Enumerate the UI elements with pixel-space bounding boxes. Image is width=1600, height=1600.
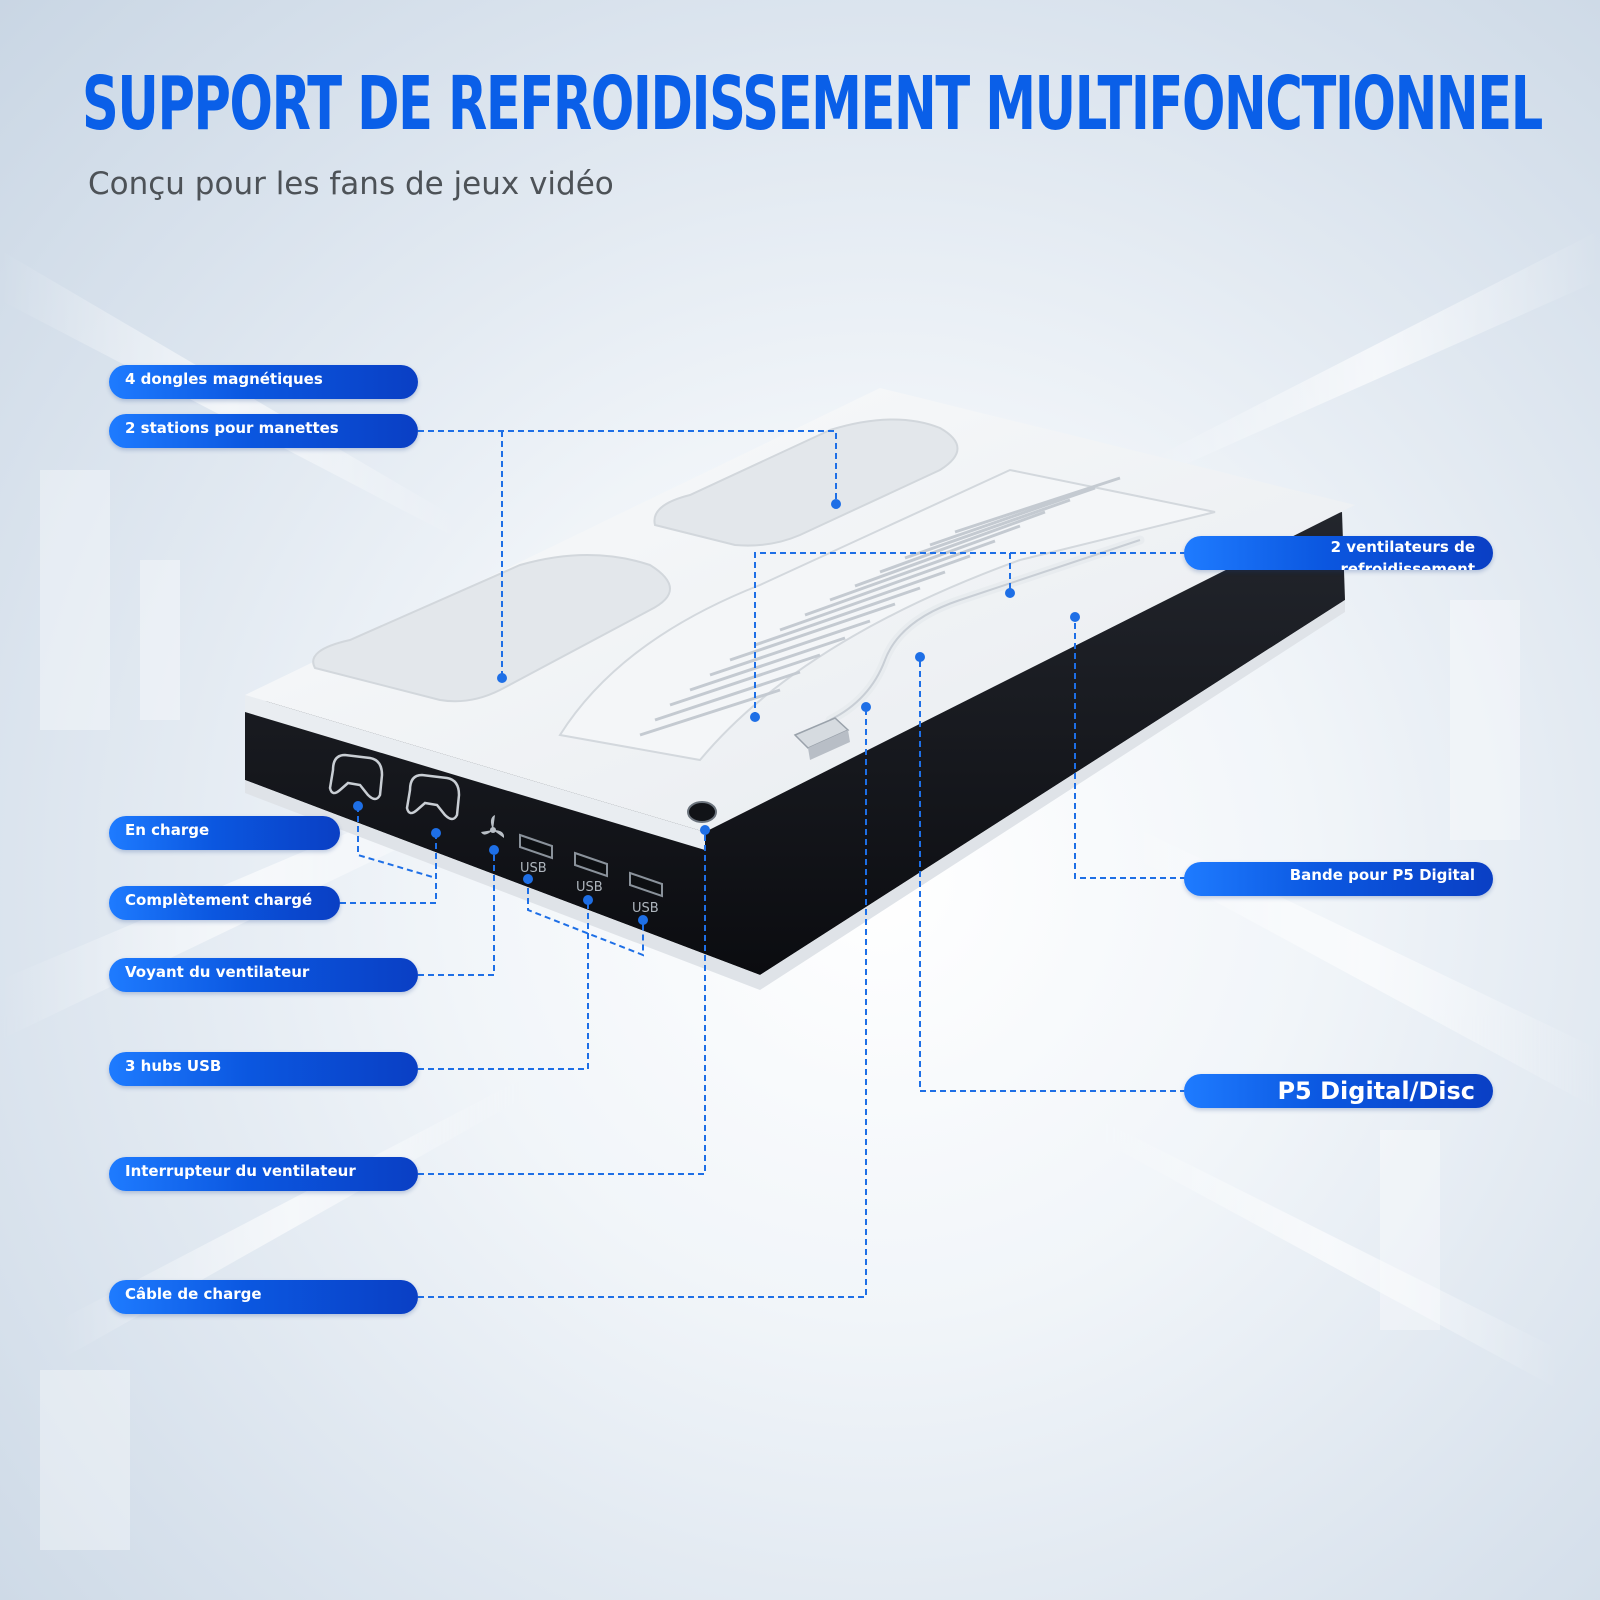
leader-usb-bracket bbox=[527, 878, 644, 957]
leader-charging-cable bbox=[418, 706, 867, 1298]
leader-compatibility bbox=[919, 656, 1186, 1092]
callout-fan-indicator: Voyant du ventilateur bbox=[109, 958, 418, 992]
usb-port-3-label: USB bbox=[632, 901, 659, 916]
usb-port-1: USB bbox=[519, 833, 553, 876]
dot-fan-vent-2 bbox=[1005, 588, 1015, 598]
callout-cooling-fans: 2 ventilateurs de refroidissement bbox=[1184, 536, 1493, 570]
dot-compatibility bbox=[915, 652, 925, 662]
callout-fan-switch: Interrupteur du ventilateur bbox=[109, 1157, 418, 1191]
callout-compatibility: P5 Digital/Disc bbox=[1184, 1074, 1493, 1108]
leader-fan-switch bbox=[418, 830, 706, 1175]
dot-fan-indicator bbox=[489, 845, 499, 855]
callout-charging: En charge bbox=[109, 816, 340, 850]
usb-port-1-label: USB bbox=[520, 861, 547, 876]
leader-usb-hubs bbox=[418, 900, 589, 1070]
callout-charging-cable: Câble de charge bbox=[109, 1280, 418, 1314]
usb-plug bbox=[793, 717, 850, 760]
callout-charging-cable-label: Câble de charge bbox=[125, 1285, 262, 1303]
dot-magnetic-dongle bbox=[497, 673, 507, 683]
leader-charging bbox=[357, 806, 437, 879]
controller-port-icon-1 bbox=[328, 753, 384, 801]
callout-fan-switch-label: Interrupteur du ventilateur bbox=[125, 1162, 356, 1180]
callout-fully-charged: Complètement chargé bbox=[109, 886, 340, 920]
fan-power-button bbox=[687, 801, 717, 823]
fan-indicator-icon bbox=[481, 815, 505, 838]
page-title: SUPPORT DE REFROIDISSEMENT MULTIFONCTION… bbox=[82, 61, 1543, 147]
callout-cooling-fans-label: 2 ventilateurs de refroidissement bbox=[1330, 538, 1475, 570]
dot-fully-charged bbox=[431, 828, 441, 838]
usb-port-3: USB bbox=[629, 871, 663, 916]
page-subtitle: Conçu pour les fans de jeux vidéo bbox=[88, 166, 614, 202]
usb-port-2: USB bbox=[574, 851, 608, 895]
dot-fan-vent bbox=[750, 712, 760, 722]
leader-fan-indicator bbox=[418, 850, 495, 976]
callout-charging-label: En charge bbox=[125, 821, 210, 839]
callout-magnetic-dongles-label: 4 dongles magnétiques bbox=[125, 370, 323, 388]
callout-fan-indicator-label: Voyant du ventilateur bbox=[125, 963, 310, 981]
dot-controller-station bbox=[831, 499, 841, 509]
callout-magnetic-dongles: 4 dongles magnétiques bbox=[109, 365, 418, 399]
callout-compatibility-label: P5 Digital/Disc bbox=[1277, 1077, 1475, 1105]
leader-digital-strip bbox=[1074, 617, 1186, 879]
dot-charging bbox=[353, 801, 363, 811]
console-bottom-strip bbox=[245, 600, 1345, 990]
dot-usb-2 bbox=[583, 895, 593, 905]
cooling-vent-slats bbox=[639, 476, 1121, 737]
callout-digital-strip: Bande pour P5 Digital bbox=[1184, 862, 1493, 896]
callout-digital-strip-label: Bande pour P5 Digital bbox=[1289, 866, 1475, 884]
leader-cooling-fans bbox=[754, 552, 1186, 716]
callout-controller-stations-label: 2 stations pour manettes bbox=[125, 419, 339, 437]
dot-usb-3 bbox=[638, 915, 648, 925]
leader-controller-stations bbox=[418, 430, 837, 503]
dot-fan-switch bbox=[700, 825, 710, 835]
controller-cradle-left bbox=[312, 554, 671, 703]
callout-usb-hubs-label: 3 hubs USB bbox=[125, 1057, 222, 1075]
usb-port-2-label: USB bbox=[576, 880, 603, 895]
callout-fully-charged-label: Complètement chargé bbox=[125, 891, 313, 909]
callout-controller-stations: 2 stations pour manettes bbox=[109, 414, 418, 448]
callout-usb-hubs: 3 hubs USB bbox=[109, 1052, 418, 1086]
controller-cradle-right bbox=[653, 418, 959, 547]
dot-charging-cable bbox=[861, 702, 871, 712]
stand-front-rim bbox=[245, 695, 705, 850]
controller-port-icon-2 bbox=[405, 773, 461, 821]
dot-usb-1 bbox=[523, 874, 533, 884]
dot-digital-strip bbox=[1070, 612, 1080, 622]
leader-fully-charged bbox=[340, 833, 437, 904]
